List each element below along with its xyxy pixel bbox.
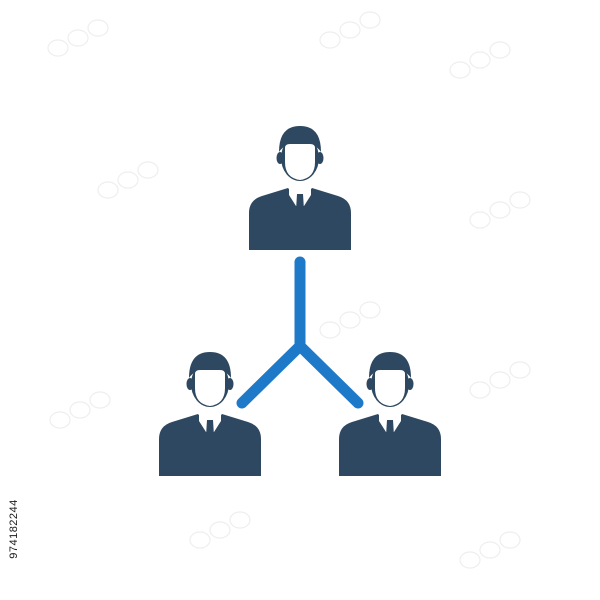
watermark-pattern [47, 11, 531, 569]
stock-id-label: 974182244 [6, 464, 22, 594]
connector-left-branch [236, 340, 306, 409]
bottom-left-person-icon [159, 352, 261, 476]
top-person-icon [249, 126, 351, 250]
connector-right-branch [294, 340, 364, 409]
bottom-right-person-icon [339, 352, 441, 476]
connector-lines [236, 256, 364, 409]
stock-id-text: 974182244 [8, 499, 20, 559]
